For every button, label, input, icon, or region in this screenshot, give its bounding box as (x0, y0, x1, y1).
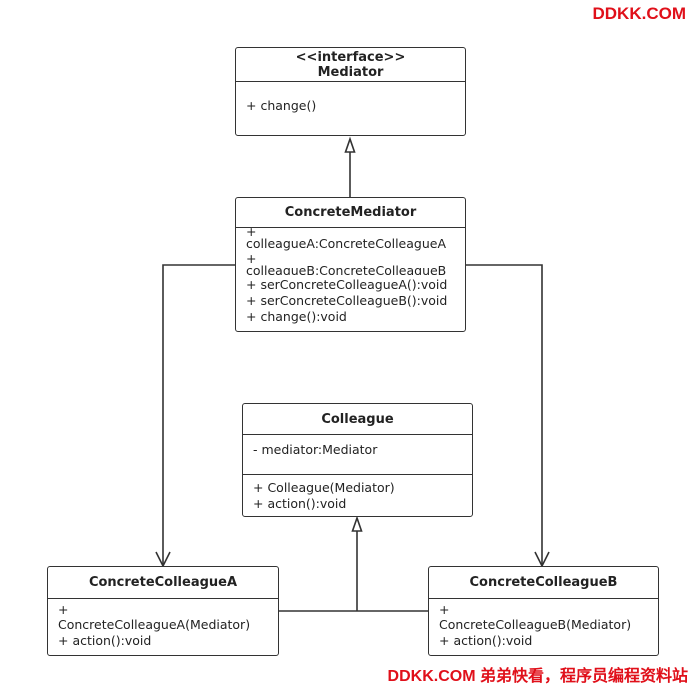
class-mediator: <<interface>> Mediator + change() (235, 47, 466, 136)
method-row: + (58, 602, 69, 617)
method-row: + Colleague(Mediator) (253, 480, 395, 495)
class-name: ConcreteMediator (284, 205, 417, 220)
class-concrete-colleague-b: ConcreteColleagueB + ConcreteColleagueB(… (428, 566, 659, 656)
class-header: ConcreteColleagueA (48, 567, 278, 599)
methods-section: + serConcreteColleagueA():void + serConc… (236, 275, 465, 325)
class-name: ConcreteColleagueA (88, 575, 238, 590)
method-row: + action():void (439, 633, 533, 648)
attribute-row: + (246, 228, 257, 239)
methods-section: + change() (236, 82, 465, 114)
method-row: + (439, 602, 450, 617)
association-line-a (162, 264, 236, 566)
class-concrete-colleague-a: ConcreteColleagueA + ConcreteColleagueA(… (47, 566, 279, 656)
method-row: + change():void (246, 309, 347, 324)
watermark-bottom: DDKK.COM 弟弟快看，程序员编程资料站 (387, 668, 688, 685)
method-row: ConcreteColleagueB(Mediator) (439, 617, 632, 632)
watermark-top: DDKK.COM (592, 4, 687, 23)
method-row: + change() (246, 98, 317, 113)
methods-section: + ConcreteColleagueA(Mediator) + action(… (48, 599, 278, 649)
class-header: ConcreteColleagueB (429, 567, 658, 599)
methods-section: + ConcreteColleagueB(Mediator) + action(… (429, 599, 658, 649)
method-row: + serConcreteColleagueB():void (246, 293, 448, 308)
attributes-section: + colleagueA:ConcreteColleagueA + collea… (236, 228, 465, 275)
method-row: + serConcreteColleagueA():void (246, 277, 448, 292)
class-name: Mediator (317, 64, 384, 80)
attributes-section: - mediator:Mediator (243, 435, 472, 474)
attribute-row: colleagueA:ConcreteColleagueA (246, 236, 446, 251)
attribute-row: colleagueB:ConcreteColleagueB (246, 263, 447, 275)
method-row: + action():void (253, 496, 347, 511)
association-line-b (465, 264, 543, 566)
generalization-arrowhead (351, 515, 363, 532)
realization-arrowhead (344, 136, 356, 153)
class-header: Colleague (243, 404, 472, 435)
stereotype: <<interface>> (295, 49, 406, 65)
method-row: ConcreteColleagueA(Mediator) (58, 617, 251, 632)
methods-section: + Colleague(Mediator) + action():void (243, 474, 472, 512)
class-concrete-mediator: ConcreteMediator + colleagueA:ConcreteCo… (235, 197, 466, 332)
class-name: Colleague (321, 411, 394, 427)
method-row: + action():void (58, 633, 152, 648)
class-header: <<interface>> Mediator (236, 48, 465, 82)
class-header: ConcreteMediator (236, 198, 465, 228)
class-name: ConcreteColleagueB (469, 575, 618, 590)
attribute-row: - mediator:Mediator (253, 442, 378, 457)
attribute-row: + (246, 251, 257, 266)
class-colleague: Colleague - mediator:Mediator + Colleagu… (242, 403, 473, 517)
